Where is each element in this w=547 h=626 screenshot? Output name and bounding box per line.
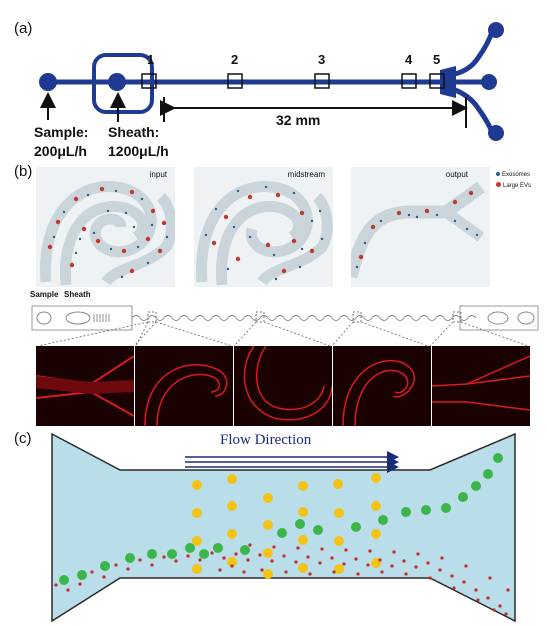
output-bifurcation-render: [351, 181, 485, 279]
fluorescence-image-1: [36, 346, 134, 426]
legend-exosomes: Exosomes: [496, 172, 530, 178]
sheath-label: Sheath:: [108, 124, 160, 140]
marker-label-4: 4: [405, 52, 413, 67]
panel-c-label: (c): [14, 430, 32, 447]
spiral-midstream-render: [196, 181, 333, 286]
medium-particles: [192, 473, 381, 579]
sample-label: Sample:: [34, 124, 89, 140]
marker-box-3: [314, 73, 330, 89]
small-particles: [54, 543, 510, 616]
view-label-output: output: [445, 170, 468, 179]
outlet-branch-bottom: [454, 87, 495, 133]
exosome-dot-icon: [496, 172, 500, 176]
view-label-input: input: [149, 170, 167, 179]
large-particles: [59, 453, 503, 585]
fluorescence-image-5: [432, 346, 530, 426]
render-view-midstream: midstream: [194, 167, 333, 287]
spiral-input-render: [40, 181, 175, 286]
marker-box-1: [141, 73, 157, 89]
sample-rate: 200μL/h: [34, 143, 87, 159]
sheath-highlight-box: [92, 53, 154, 114]
device-label-sheath: Sheath: [64, 290, 91, 299]
outlet-branch-top: [454, 31, 495, 77]
legend-large-evs: Large EVs: [496, 182, 531, 189]
fluorescence-image-2: [135, 346, 233, 426]
marker-box-5: [429, 73, 445, 89]
render-view-input: input: [36, 167, 175, 287]
marker-label-3: 3: [318, 52, 326, 67]
large-ev-dot-icon: [496, 182, 501, 187]
fluorescence-image-4: [333, 346, 431, 426]
panel-a-label: (a): [14, 20, 33, 37]
marker-label-2: 2: [231, 52, 239, 67]
device-label-sample: Sample: [30, 290, 59, 299]
render-view-output: output: [351, 167, 490, 287]
panel-a-device-schematic: [39, 22, 504, 141]
panel-b-label: (b): [14, 163, 33, 180]
device-layout-strip: [31, 305, 539, 347]
marker-box-2: [227, 73, 243, 89]
sheath-rate: 1200μL/h: [108, 143, 169, 159]
marker-label-1: 1: [147, 52, 155, 67]
distance-label: 32 mm: [276, 112, 321, 128]
fluorescence-image-3: [234, 346, 332, 426]
marker-label-5: 5: [433, 52, 441, 67]
channel-outline: [51, 432, 516, 623]
view-label-midstream: midstream: [287, 170, 325, 179]
flow-direction-label: Flow Direction: [220, 432, 312, 448]
marker-box-4: [401, 73, 417, 89]
